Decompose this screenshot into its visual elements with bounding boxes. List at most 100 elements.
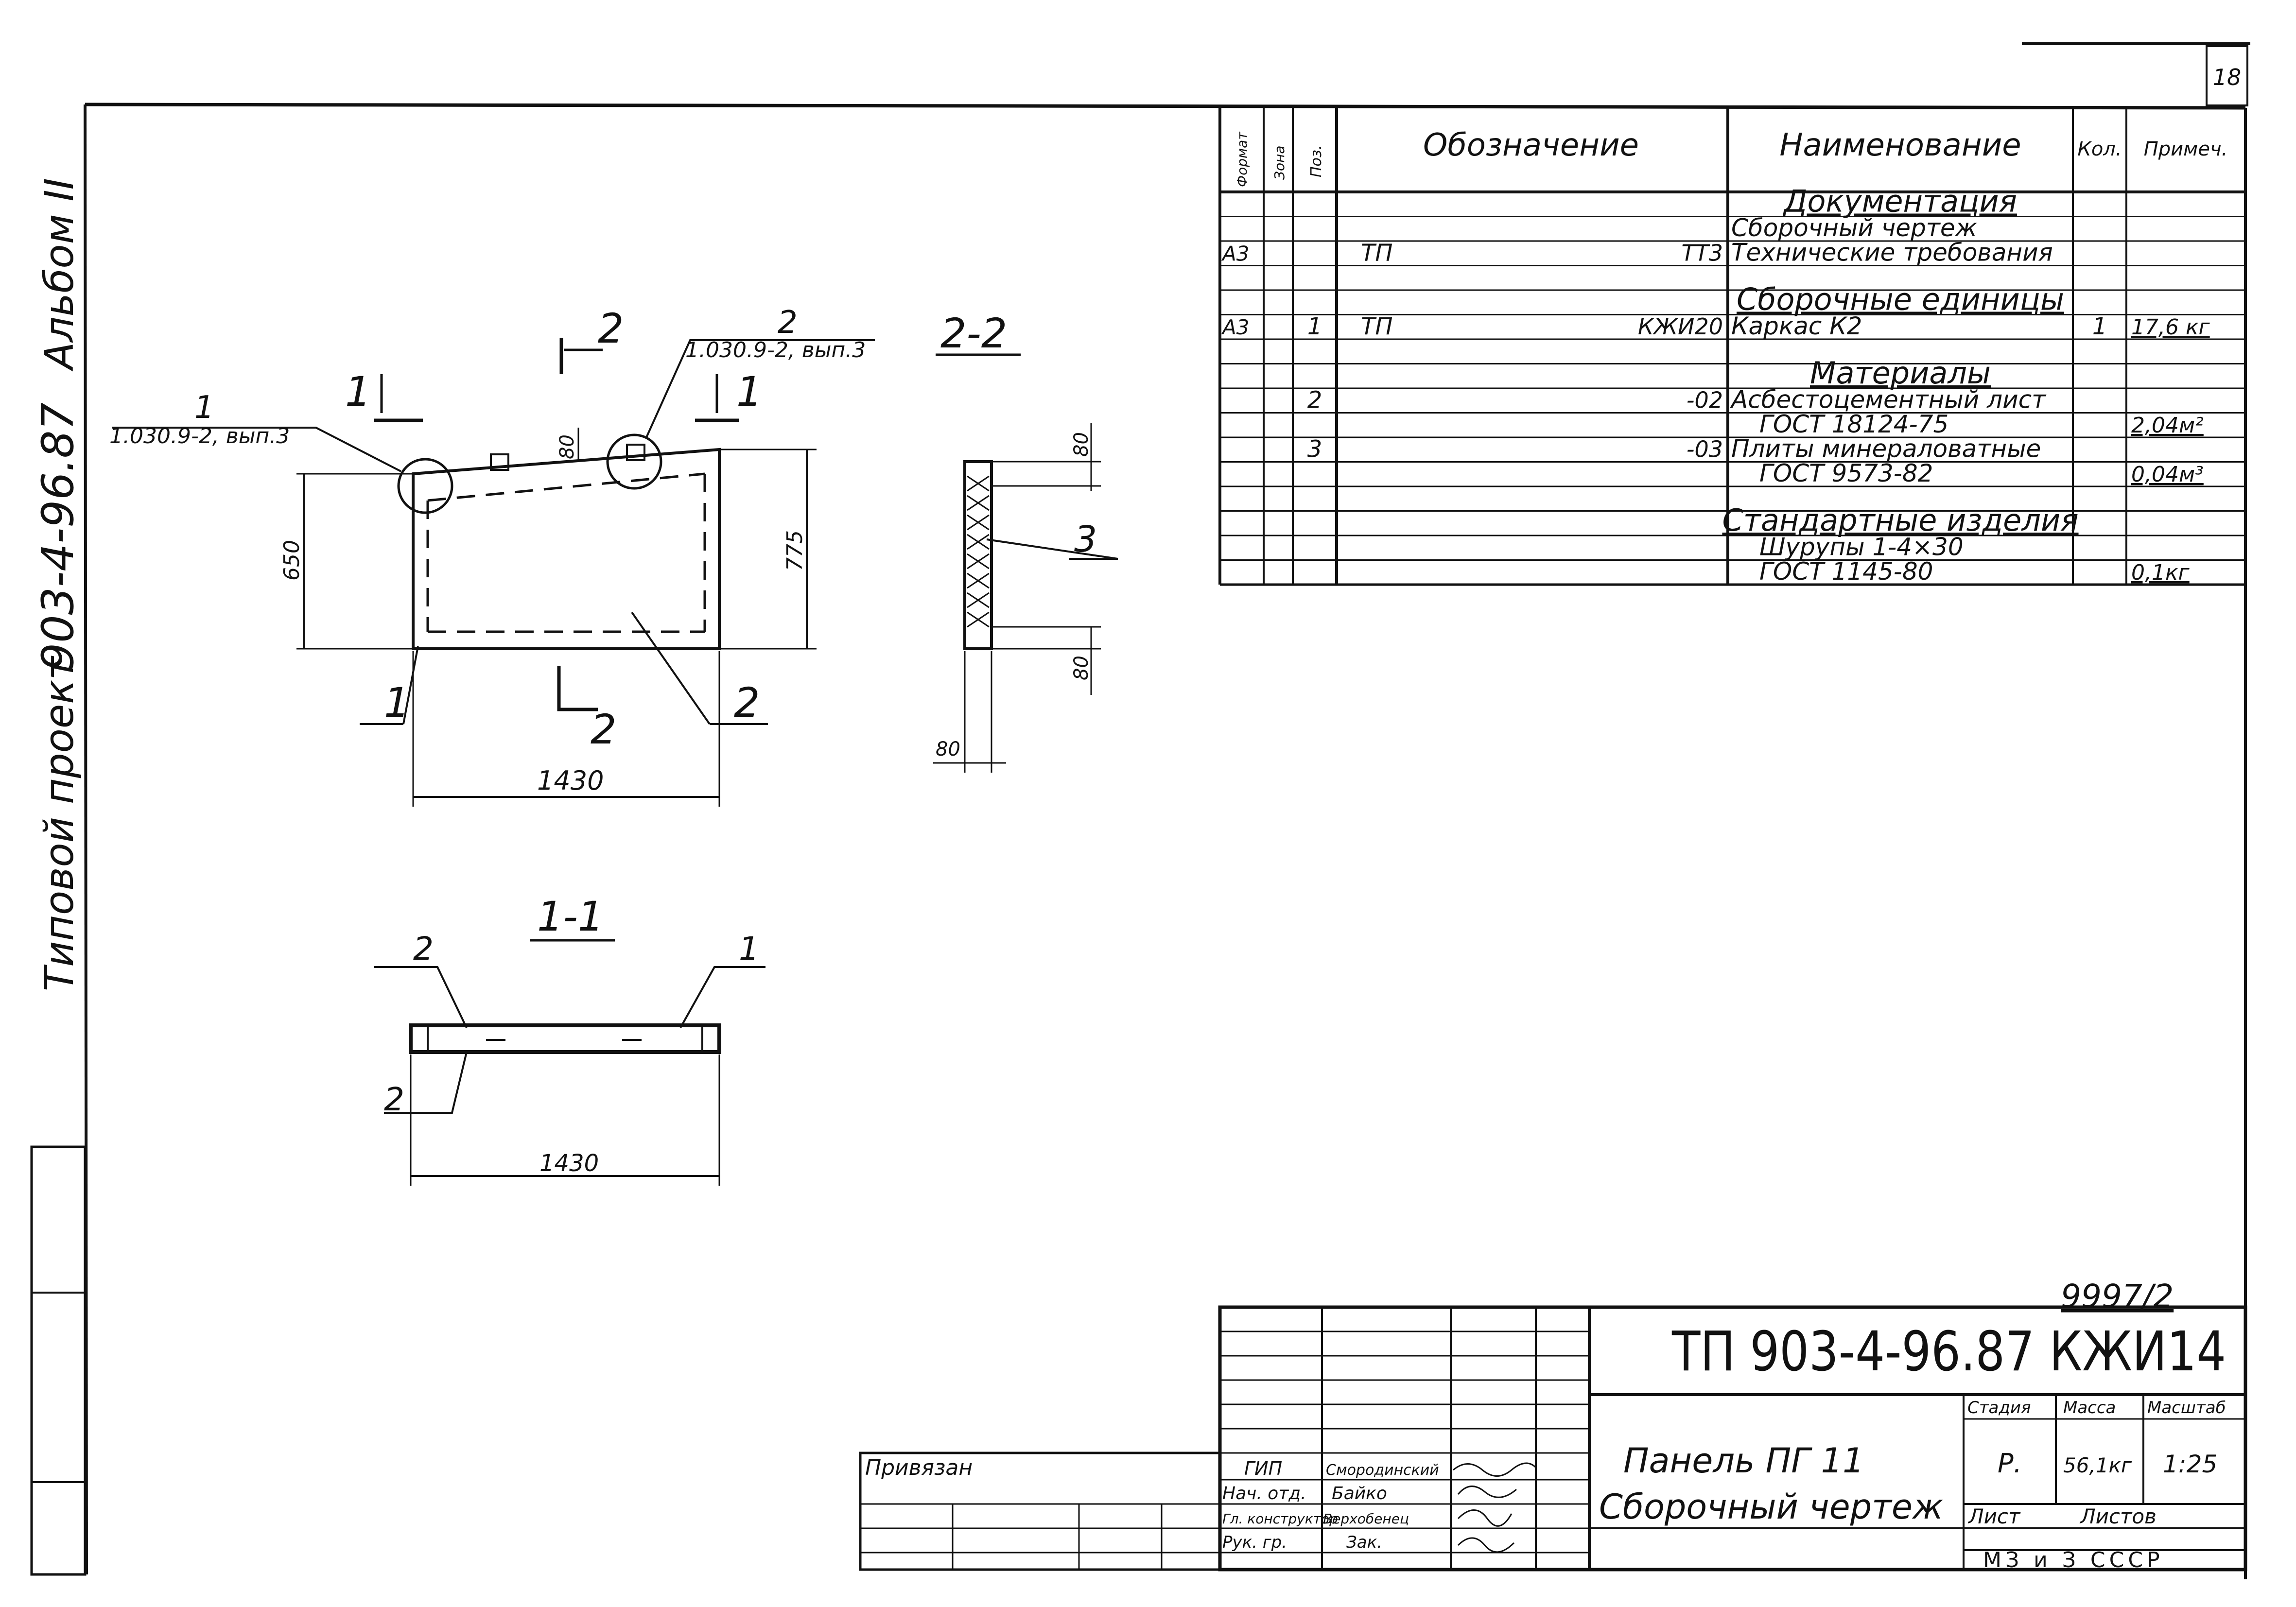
signer-name-2: Верхобенец <box>1323 1511 1409 1527</box>
cell-code-suffix: -03 <box>1687 436 1723 463</box>
callout-1-number: 1 <box>194 390 214 426</box>
callout-circle-2 <box>606 433 662 490</box>
side-stamp-album: Альбом II <box>36 178 83 372</box>
title-line-1: Панель ПГ 11 <box>1623 1441 1864 1481</box>
cell-name: ГОСТ 18124-75 <box>1759 410 1948 438</box>
stage-value: Р. <box>1998 1448 2022 1479</box>
header-designation: Обозначение <box>1423 127 1639 163</box>
dim-80-section-width: 80 <box>936 738 960 760</box>
side-stamp-type: Типовой проект <box>36 656 83 991</box>
cell-pos: 1 <box>1307 313 1322 340</box>
section-2-2-title: 2-2 <box>940 310 1007 357</box>
pos-label-3: 3 <box>1074 518 1097 560</box>
dim-1430-main: 1430 <box>537 765 604 796</box>
cell-name: ГОСТ 9573-82 <box>1759 459 1933 487</box>
dim-650: 650 <box>279 540 304 581</box>
cut-marker-1-left: 1 <box>345 368 371 415</box>
cut-marker-2-bottom: 2 <box>591 706 616 753</box>
signer-name-3: Зак. <box>1346 1533 1382 1552</box>
cell-note: 2,04м² <box>2131 413 2204 438</box>
cell-name: Плиты минераловатные <box>1731 435 2041 463</box>
side-stamp-project-code: 903-4-96.87 <box>33 402 84 671</box>
pos-label-1: 1 <box>384 679 410 726</box>
pos-label-2: 2 <box>734 679 760 726</box>
callout-1-ref: 1.030.9-2, вып.3 <box>109 424 290 449</box>
cell-name: Асбестоцементный лист <box>1730 386 2047 414</box>
archive-number: 9997/2 <box>2061 1278 2174 1315</box>
callout-2-number: 2 <box>778 305 798 341</box>
callout-2-ref: 1.030.9-2, вып.3 <box>685 338 866 363</box>
section-1-1-pos-2-top: 2 <box>413 930 434 968</box>
section-1-1-pos-1: 1 <box>739 930 759 968</box>
sheets-label: Листов <box>2079 1504 2157 1528</box>
spec-table-headers: Формат Зона Поз. Обозначение Наименование Кол… <box>1234 127 2227 187</box>
cell-pos: 2 <box>1307 387 1322 414</box>
cell-section-title: Стандартные изделия <box>1722 502 2078 538</box>
page-number: 18 <box>2213 64 2242 90</box>
header-note: Примеч. <box>2144 138 2228 160</box>
stage-label: Стадия <box>1967 1398 2031 1417</box>
signer-role-3: Рук. гр. <box>1222 1533 1287 1552</box>
cell-note: 17,6 кг <box>2131 315 2210 340</box>
organization: МЗ и З СССР <box>1983 1548 2164 1572</box>
doc-code: ТП 903-4-96.87 КЖИ14 <box>1671 1320 2226 1383</box>
header-zone: Зона <box>1271 145 1287 180</box>
cell-qty: 1 <box>2092 313 2107 340</box>
mass-label: Масса <box>2063 1398 2116 1417</box>
cell-name: Шурупы 1-4×30 <box>1759 533 1964 561</box>
section-1-1-pos-2-bottom: 2 <box>384 1081 404 1118</box>
header-format: Формат <box>1234 132 1250 187</box>
section-1-1-title: 1-1 <box>537 893 604 940</box>
dim-775: 775 <box>783 530 807 571</box>
cell-code-suffix: КЖИ20 <box>1638 313 1723 340</box>
cell-name: ГОСТ 1145-80 <box>1759 557 1933 586</box>
cell-name: Сборочный чертеж <box>1731 214 1977 242</box>
cell-code: ТП <box>1361 313 1392 340</box>
panel-main-view <box>112 338 875 807</box>
spec-table: Формат Зона Поз. Обозначение Наименование Кол… <box>1218 108 2247 586</box>
header-qty: Кол. <box>2077 138 2122 160</box>
cell-section-title: Документация <box>1782 184 2017 219</box>
cell-code-suffix: ТТ3 <box>1682 240 1723 266</box>
signatures <box>1453 1462 1537 1553</box>
signer-role-0: ГИП <box>1244 1458 1282 1479</box>
cell-name: Каркас К2 <box>1731 312 1862 340</box>
header-pos: Поз. <box>1308 145 1325 177</box>
signer-name-1: Байко <box>1332 1484 1387 1503</box>
cell-name: Технические требования <box>1731 239 2053 267</box>
cut-marker-1-right: 1 <box>736 368 762 415</box>
cell-pos: 3 <box>1307 436 1322 463</box>
signer-role-2: Гл. конструктор <box>1222 1511 1338 1527</box>
left-edge-box <box>30 1145 87 1576</box>
dim-80-top: 80 <box>556 434 578 459</box>
mass-value: 56,1кг <box>2063 1453 2132 1477</box>
dim-80-section-top: 80 <box>1070 432 1093 457</box>
dim-80-section-bottom: 80 <box>1070 656 1093 680</box>
cell-section-title: Сборочные единицы <box>1737 282 2064 317</box>
scale-value: 1:25 <box>2163 1450 2217 1478</box>
cell-note: 0,04м³ <box>2131 462 2204 487</box>
side-stamp: Альбом II 903-4-96.87 Типовой проект <box>33 178 84 991</box>
header-name: Наименование <box>1779 127 2021 163</box>
attached-label: Привязан <box>865 1455 973 1480</box>
title-block <box>859 1305 2247 1572</box>
cell-note: 0,1кг <box>2131 560 2190 585</box>
cell-section-title: Материалы <box>1810 355 1991 391</box>
cell-format: А3 <box>1221 315 1249 339</box>
cell-code-suffix: -02 <box>1687 387 1723 414</box>
title-line-2: Сборочный чертеж <box>1599 1487 1943 1527</box>
cell-format: А3 <box>1221 242 1249 266</box>
section-2-2 <box>933 353 1118 773</box>
signer-name-0: Смородинский <box>1326 1462 1439 1479</box>
sheet-label: Лист <box>1967 1504 2021 1528</box>
cell-code: ТП <box>1361 240 1392 267</box>
callout-circle-1 <box>397 458 453 514</box>
spec-table-grid <box>1218 108 2247 586</box>
section-1-1 <box>374 939 765 1186</box>
dim-1430-section: 1430 <box>539 1150 599 1177</box>
signer-role-1: Нач. отд. <box>1222 1484 1306 1503</box>
cut-marker-2-top: 2 <box>598 305 624 352</box>
scale-label: Масштаб <box>2147 1398 2226 1417</box>
